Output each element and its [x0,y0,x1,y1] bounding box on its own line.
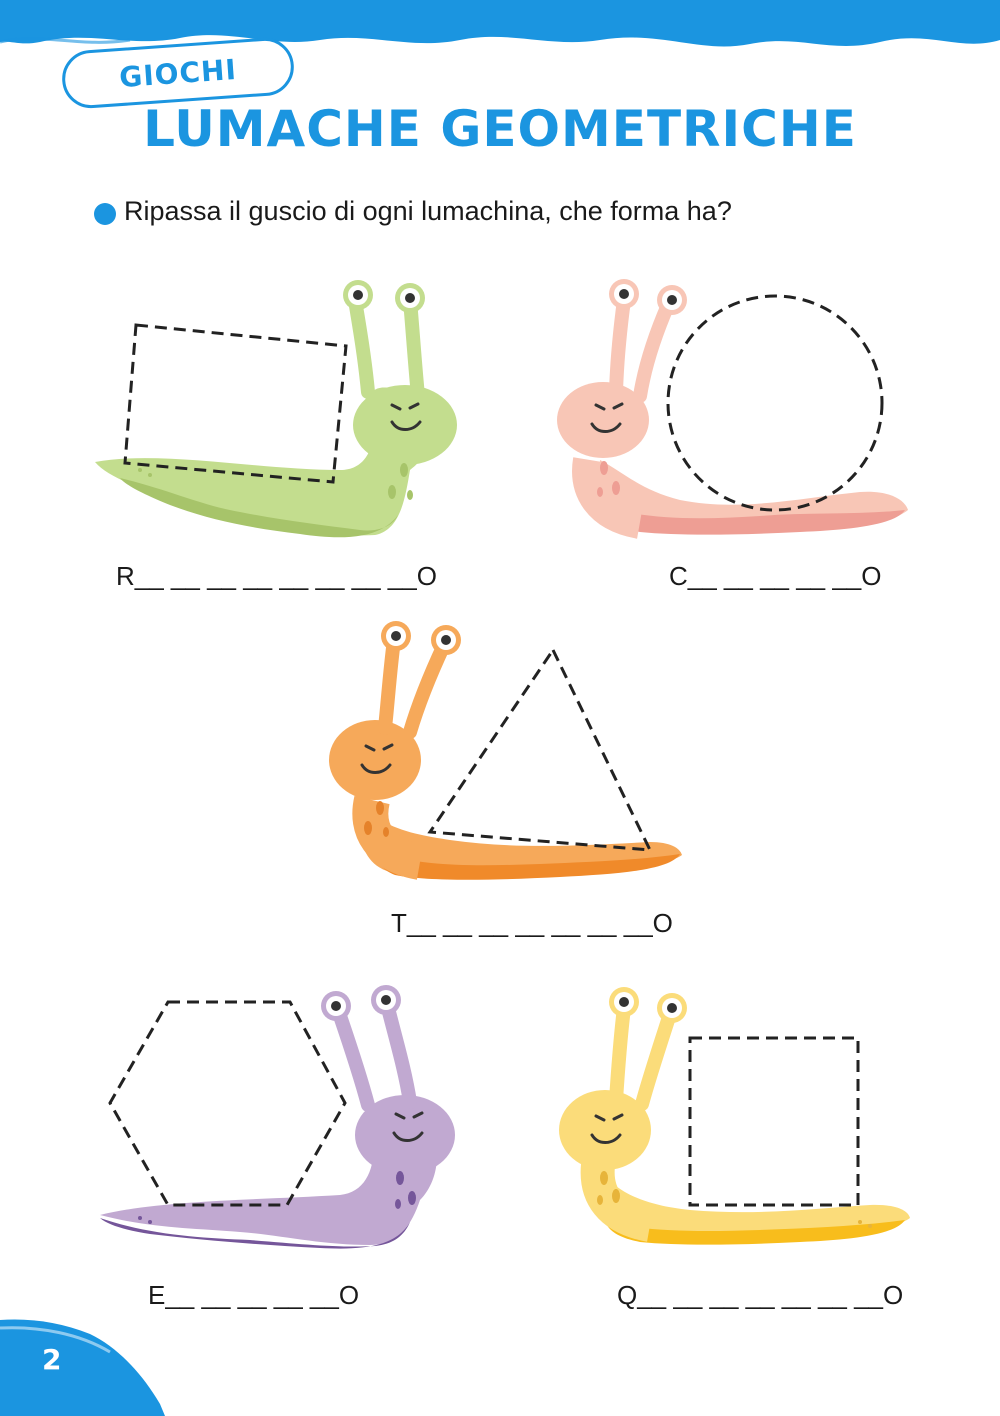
hexagon-shell-outline [108,1000,347,1207]
corner-splash [0,1319,165,1416]
answer-circle[interactable]: C__ __ __ __ __O [669,561,882,591]
answer-rectangle[interactable]: R__ __ __ __ __ __ __ __O [116,561,437,591]
pink-snail [557,279,908,539]
rectangle-shell-outline [123,323,348,484]
green-snail [95,280,457,538]
square-shell-outline [688,1036,860,1207]
purple-snail [100,985,455,1249]
answer-triangle[interactable]: T__ __ __ __ __ __ __O [391,908,673,938]
page-number: 2 [42,1343,62,1376]
orange-snail [329,621,682,880]
answer-hexagon[interactable]: E__ __ __ __ __O [148,1280,360,1310]
yellow-snail [559,987,910,1245]
top-wave-banner [0,0,1000,47]
bullet-icon [94,203,116,225]
page-title: LUMACHE GEOMETRICHE [143,100,857,158]
instruction-text: Ripassa il guscio di ogni lumachina, che… [124,196,732,226]
triangle-shell-outline [427,647,653,852]
answer-square[interactable]: Q__ __ __ __ __ __ __O [617,1280,904,1310]
circle-shell-outline [666,294,884,512]
